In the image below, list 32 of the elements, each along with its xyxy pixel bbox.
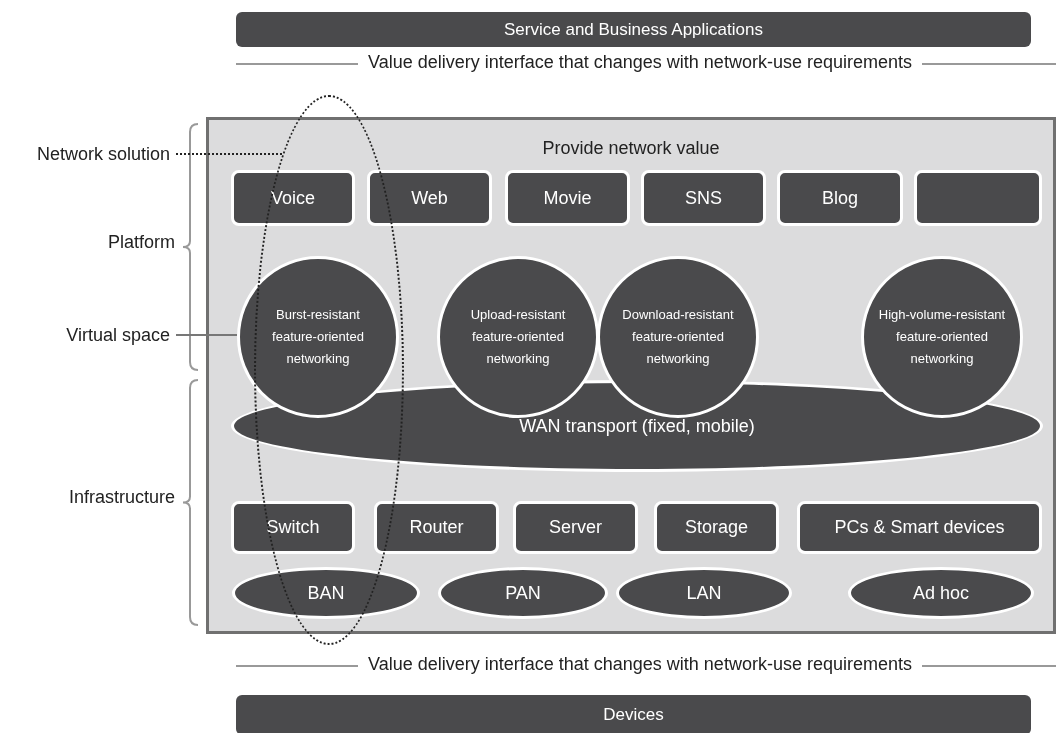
leader-line bbox=[175, 153, 284, 155]
component-box: Web bbox=[367, 170, 492, 226]
component-box: SNS bbox=[641, 170, 766, 226]
leader-line bbox=[175, 334, 238, 336]
component-box: Router bbox=[374, 501, 499, 554]
interface-label: Value delivery interface that changes with network-use requirements bbox=[368, 654, 912, 675]
platform-panel bbox=[206, 117, 1056, 634]
network-oval: BAN bbox=[232, 567, 420, 619]
network-oval: LAN bbox=[616, 567, 792, 619]
layer-bar: Devices bbox=[236, 695, 1031, 733]
panel-heading: Provide network value bbox=[541, 138, 721, 159]
dotted-outline bbox=[254, 95, 404, 645]
layer-bar: Service and Business Applications bbox=[236, 12, 1031, 47]
component-box: Movie bbox=[505, 170, 630, 226]
component-box: Storage bbox=[654, 501, 779, 554]
component-box: Blog bbox=[777, 170, 903, 226]
layer-label: Infrastructure bbox=[69, 487, 176, 508]
networking-circle: Upload-resistant feature-oriented networking bbox=[437, 256, 599, 418]
networking-circle: Burst-resistant feature-oriented networking bbox=[237, 256, 399, 418]
component-box bbox=[914, 170, 1042, 226]
layer-label: Platform bbox=[108, 232, 176, 253]
component-box: Switch bbox=[231, 501, 355, 554]
side-label: Virtual space bbox=[0, 321, 170, 349]
component-box: PCs & Smart devices bbox=[797, 501, 1042, 554]
component-box: Server bbox=[513, 501, 638, 554]
networking-circle: High-volume-resistant feature-oriented networking bbox=[861, 256, 1023, 418]
interface-label: Value delivery interface that changes with network-use requirements bbox=[368, 52, 912, 73]
networking-circle: Download-resistant feature-oriented networking bbox=[597, 256, 759, 418]
network-oval: Ad hoc bbox=[848, 567, 1034, 619]
side-label: Network solution bbox=[0, 140, 170, 168]
component-box: Voice bbox=[231, 170, 355, 226]
network-oval: PAN bbox=[438, 567, 608, 619]
